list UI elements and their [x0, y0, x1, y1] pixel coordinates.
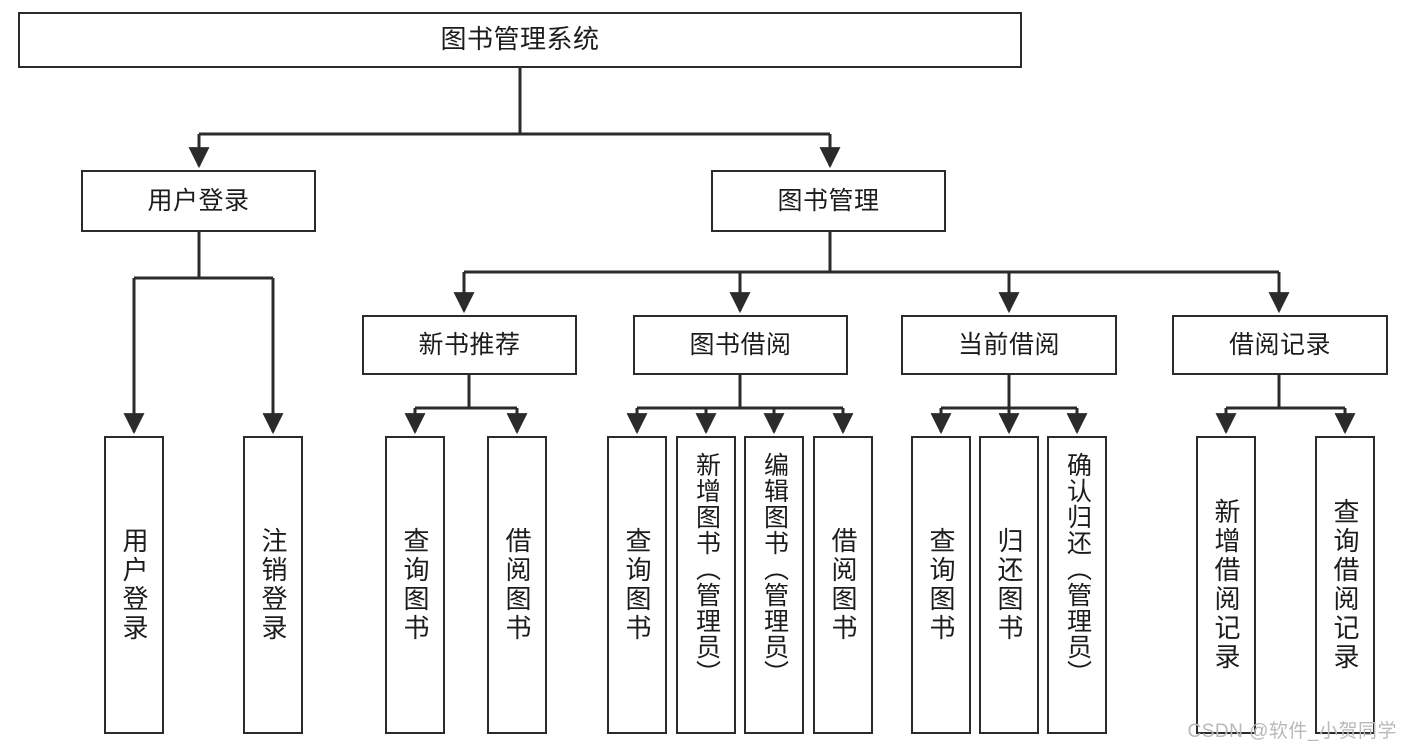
node-user-login-label: 用户登录: [147, 187, 250, 215]
node-leaf-borrow-book-2-label: 借阅图书: [828, 527, 858, 643]
node-leaf-edit-book[interactable]: 编辑图书（管理员）: [744, 436, 804, 734]
node-book-manage[interactable]: 图书管理: [711, 170, 946, 232]
node-leaf-return-book[interactable]: 归还图书: [979, 436, 1039, 734]
node-leaf-query-book-2-label: 查询图书: [622, 527, 652, 643]
node-leaf-add-record-label: 新增借阅记录: [1211, 498, 1241, 672]
node-current-borrow[interactable]: 当前借阅: [901, 315, 1117, 375]
node-leaf-logout-label: 注销登录: [258, 527, 288, 643]
node-user-login[interactable]: 用户登录: [81, 170, 316, 232]
node-leaf-add-book-label: 新增图书（管理员）: [692, 452, 721, 686]
node-leaf-query-record[interactable]: 查询借阅记录: [1315, 436, 1375, 734]
node-leaf-query-record-label: 查询借阅记录: [1330, 498, 1360, 672]
node-leaf-user-login-label: 用户登录: [119, 527, 149, 643]
node-leaf-add-book[interactable]: 新增图书（管理员）: [676, 436, 736, 734]
node-new-book-recommend[interactable]: 新书推荐: [362, 315, 577, 375]
node-leaf-confirm-return[interactable]: 确认归还（管理员）: [1047, 436, 1107, 734]
node-book-borrow[interactable]: 图书借阅: [633, 315, 848, 375]
node-current-borrow-label: 当前借阅: [957, 331, 1060, 359]
node-leaf-query-book-3-label: 查询图书: [926, 527, 956, 643]
node-leaf-borrow-book-1-label: 借阅图书: [502, 527, 532, 643]
node-borrow-record-label: 借阅记录: [1228, 331, 1331, 359]
node-leaf-query-book-3[interactable]: 查询图书: [911, 436, 971, 734]
node-leaf-borrow-book-1[interactable]: 借阅图书: [487, 436, 547, 734]
node-root-label: 图书管理系统: [440, 24, 600, 55]
node-leaf-edit-book-label: 编辑图书（管理员）: [760, 452, 789, 686]
node-book-borrow-label: 图书借阅: [689, 331, 792, 359]
node-leaf-logout[interactable]: 注销登录: [243, 436, 303, 734]
node-leaf-user-login[interactable]: 用户登录: [104, 436, 164, 734]
node-leaf-borrow-book-2[interactable]: 借阅图书: [813, 436, 873, 734]
node-borrow-record[interactable]: 借阅记录: [1172, 315, 1388, 375]
node-new-book-recommend-label: 新书推荐: [418, 331, 521, 359]
node-leaf-return-book-label: 归还图书: [994, 527, 1024, 643]
node-leaf-query-book-1[interactable]: 查询图书: [385, 436, 445, 734]
node-leaf-add-record[interactable]: 新增借阅记录: [1196, 436, 1256, 734]
watermark: CSDN @软件_小贺同学: [1187, 721, 1397, 742]
node-root[interactable]: 图书管理系统: [18, 12, 1022, 68]
node-leaf-query-book-1-label: 查询图书: [400, 527, 430, 643]
node-book-manage-label: 图书管理: [777, 187, 880, 215]
node-leaf-query-book-2[interactable]: 查询图书: [607, 436, 667, 734]
node-leaf-confirm-return-label: 确认归还（管理员）: [1063, 452, 1092, 686]
